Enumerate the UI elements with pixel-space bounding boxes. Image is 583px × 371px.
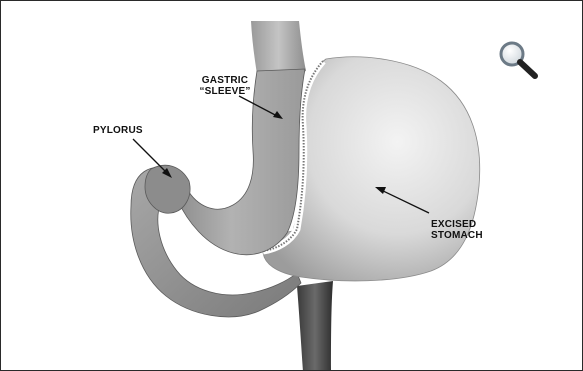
gastric-label-line2: “SLEEVE” <box>189 86 261 97</box>
magnifier-glyph <box>495 38 543 82</box>
excised-label-line2: STOMACH <box>431 230 495 241</box>
excised-stomach-label: EXCISED STOMACH <box>431 219 495 241</box>
intestine-tube <box>297 281 333 371</box>
magnifier-icon[interactable] <box>495 38 543 82</box>
excised-label-line1: EXCISED <box>431 219 495 230</box>
gastric-label-line1: GASTRIC <box>189 75 261 86</box>
pylorus-label: PYLORUS <box>93 125 153 136</box>
gastric-sleeve-label: GASTRIC “SLEEVE” <box>189 75 261 97</box>
